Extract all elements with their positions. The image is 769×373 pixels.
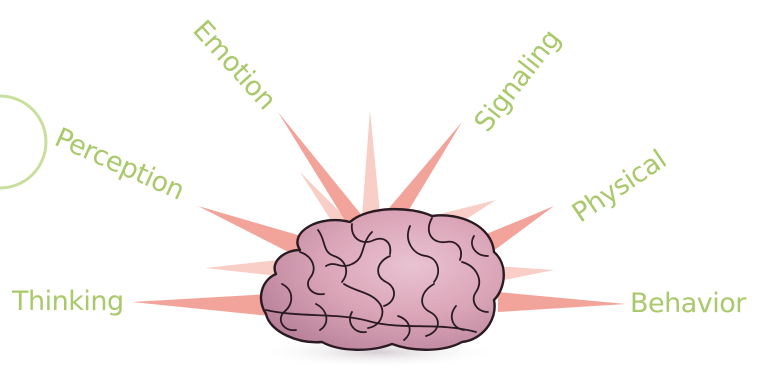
ray-thinking bbox=[132, 294, 270, 316]
decorative-circle-arc bbox=[0, 96, 46, 188]
ray-behavior bbox=[498, 292, 626, 312]
ray-up bbox=[362, 110, 380, 216]
brain-icon bbox=[258, 209, 504, 368]
label-thinking: Thinking bbox=[12, 288, 124, 315]
ray-signaling bbox=[384, 122, 462, 218]
ray-emotion bbox=[278, 112, 364, 222]
label-behavior: Behavior bbox=[630, 290, 746, 317]
